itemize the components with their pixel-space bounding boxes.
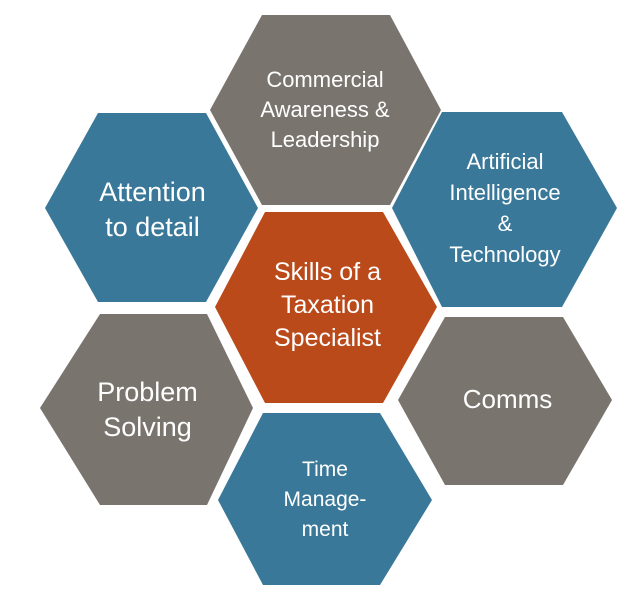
label-time-management: Time Manage- ment — [283, 458, 367, 541]
label-artificial-intelligence: Artificial Intelligence & Technology — [449, 148, 561, 267]
hexagon-time — [218, 413, 432, 585]
hexagon-attention — [45, 113, 258, 302]
hexagon-center — [215, 212, 437, 403]
label-commercial-awareness: Commercial Awareness & Leadership — [260, 67, 390, 152]
hexagon-comms — [398, 317, 612, 485]
hexagon-problem — [40, 314, 253, 505]
hexagon-commercial — [210, 15, 441, 205]
label-problem-solving: Problem Solving — [97, 377, 198, 442]
label-attention-to-detail: Attention to detail — [99, 177, 206, 242]
label-comms: Comms — [462, 384, 553, 415]
hexagon-ai — [392, 112, 617, 307]
label-center-title: Skills of a Taxation Specialist — [274, 257, 381, 352]
